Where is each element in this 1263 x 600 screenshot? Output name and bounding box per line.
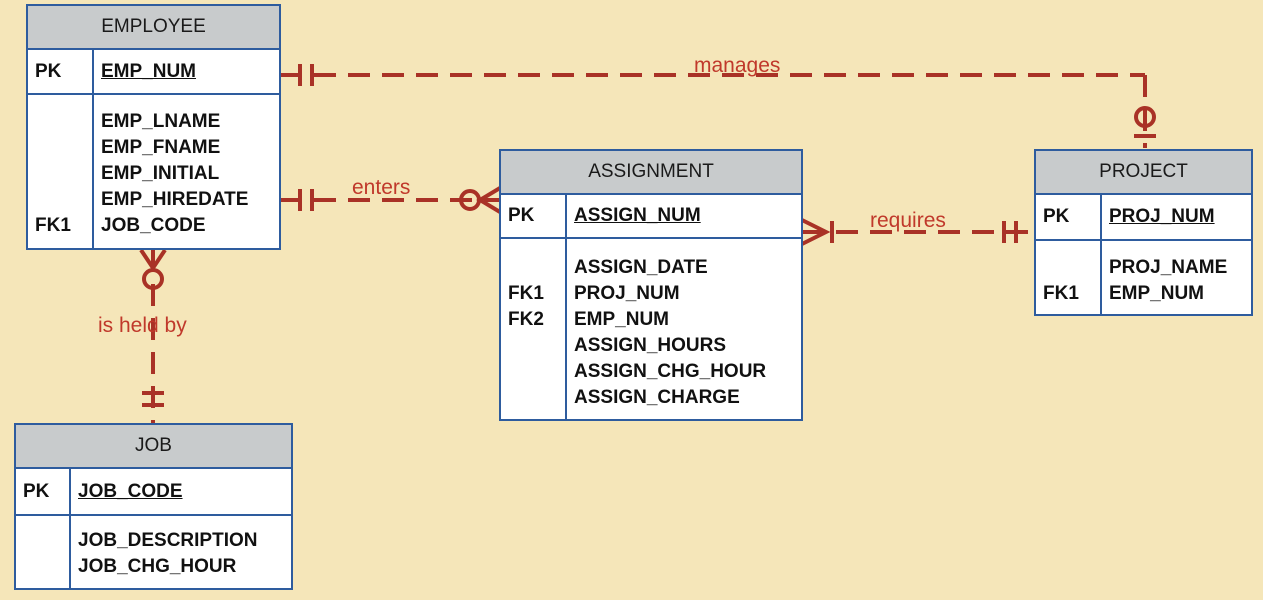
is-held-by-label: is held by xyxy=(98,314,187,337)
project-attribute: EMP_NUM xyxy=(1109,283,1205,304)
employee-pk-label: PK xyxy=(28,50,94,93)
entity-employee-title: EMPLOYEE xyxy=(28,6,279,50)
job-attribute-list: JOB_DESCRIPTION JOB_CHG_HOUR xyxy=(71,516,257,588)
assignment-attribute: ASSIGN_HOURS xyxy=(574,335,727,356)
assignment-attributes-row: FK1 FK2 ASSIGN_DATE PROJ_NUM EMP_NUM ASS… xyxy=(501,239,801,419)
zero-optional-circle xyxy=(1134,106,1156,128)
project-pk-attribute: PROJ_NUM xyxy=(1109,206,1215,227)
job-fk-column xyxy=(16,516,71,588)
project-fk1-label: FK1 xyxy=(1043,283,1079,304)
job-pk-attribute: JOB_CODE xyxy=(78,481,183,502)
employee-pk-attribute: EMP_NUM xyxy=(101,61,197,82)
assignment-pk-row: PK ASSIGN_NUM xyxy=(501,195,801,239)
employee-attribute: EMP_FNAME xyxy=(101,137,221,158)
employee-attributes-row: FK1 EMP_LNAME EMP_FNAME EMP_INITIAL EMP_… xyxy=(28,95,279,248)
project-pk-row: PK PROJ_NUM xyxy=(1036,195,1251,241)
entity-job-title: JOB xyxy=(16,425,291,469)
project-pk-label: PK xyxy=(1036,195,1102,239)
many-crowfoot xyxy=(801,218,831,246)
assignment-attribute: ASSIGN_DATE xyxy=(574,257,708,278)
assignment-attribute: ASSIGN_CHARGE xyxy=(574,387,740,408)
assignment-fk1-label: FK1 xyxy=(508,283,544,304)
assignment-fk-column: FK1 FK2 xyxy=(501,239,567,419)
entity-assignment-title: ASSIGNMENT xyxy=(501,151,801,195)
entity-job: JOB PK JOB_CODE JOB_DESCRIPTION JOB_CHG_… xyxy=(14,423,293,590)
employee-attribute: JOB_CODE xyxy=(101,215,206,236)
requires-relationship xyxy=(801,218,1035,246)
assignment-attribute-list: ASSIGN_DATE PROJ_NUM EMP_NUM ASSIGN_HOUR… xyxy=(567,239,766,419)
employee-attribute: EMP_INITIAL xyxy=(101,163,220,184)
job-attributes-row: JOB_DESCRIPTION JOB_CHG_HOUR xyxy=(16,516,291,588)
enters-relationship xyxy=(280,186,502,214)
entity-assignment: ASSIGNMENT PK ASSIGN_NUM FK1 FK2 ASSIGN_… xyxy=(499,149,803,421)
assignment-attribute: PROJ_NUM xyxy=(574,283,680,304)
entity-project: PROJECT PK PROJ_NUM FK1 PROJ_NAME EMP_NU… xyxy=(1034,149,1253,316)
entity-employee: EMPLOYEE PK EMP_NUM FK1 EMP_LNAME EMP_FN… xyxy=(26,4,281,250)
job-pk-label: PK xyxy=(16,469,71,514)
employee-attribute: EMP_HIREDATE xyxy=(101,189,249,210)
assignment-attribute: ASSIGN_CHG_HOUR xyxy=(574,361,767,382)
assignment-fk2-label: FK2 xyxy=(508,309,544,330)
job-attribute: JOB_DESCRIPTION xyxy=(78,530,258,551)
job-pk-row: PK JOB_CODE xyxy=(16,469,291,516)
assignment-attribute: EMP_NUM xyxy=(574,309,670,330)
enters-label: enters xyxy=(352,176,411,199)
project-attribute-list: PROJ_NAME EMP_NUM xyxy=(1102,241,1227,314)
manages-relationship xyxy=(280,64,1156,148)
employee-fk1-label: FK1 xyxy=(35,215,71,236)
project-fk-column: FK1 xyxy=(1036,241,1102,314)
employee-pk-row: PK EMP_NUM xyxy=(28,50,279,95)
manages-label: manages xyxy=(694,54,781,77)
project-attribute: PROJ_NAME xyxy=(1109,257,1228,278)
employee-fk-column: FK1 xyxy=(28,95,94,248)
many-crowfoot xyxy=(476,186,502,214)
assignment-pk-label: PK xyxy=(501,195,567,237)
job-attribute: JOB_CHG_HOUR xyxy=(78,556,237,577)
requires-label: requires xyxy=(870,209,946,232)
employee-attribute-list: EMP_LNAME EMP_FNAME EMP_INITIAL EMP_HIRE… xyxy=(94,95,248,248)
zero-optional-circle xyxy=(142,268,164,290)
is-held-by-relationship xyxy=(139,248,167,423)
assignment-pk-attribute: ASSIGN_NUM xyxy=(574,205,701,226)
entity-project-title: PROJECT xyxy=(1036,151,1251,195)
employee-attribute: EMP_LNAME xyxy=(101,111,221,132)
project-attributes-row: FK1 PROJ_NAME EMP_NUM xyxy=(1036,241,1251,314)
